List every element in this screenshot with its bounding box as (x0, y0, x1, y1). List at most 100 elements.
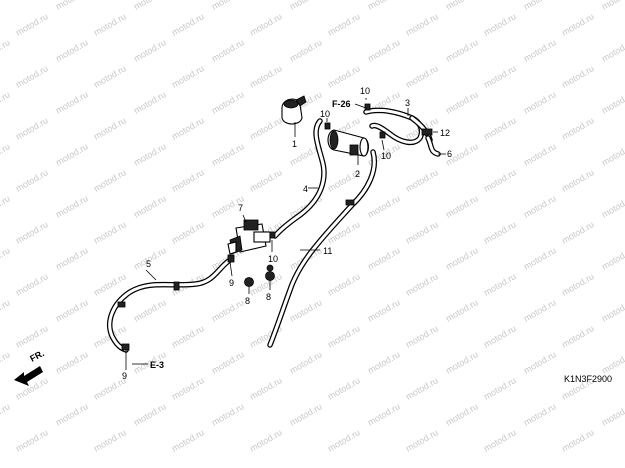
watermark-text: motod.ru (482, 167, 518, 193)
watermark-text: motod.ru (522, 89, 558, 115)
watermark-text: motod.ru (366, 0, 402, 12)
watermark-text: motod.ru (54, 297, 90, 323)
watermark-text: motod.ru (366, 349, 402, 375)
watermark-text: motod.ru (560, 271, 596, 297)
front-direction-label: FR. (28, 348, 45, 364)
watermark-text: motod.ru (600, 37, 625, 63)
watermark-text: motod.ru (366, 37, 402, 63)
watermark-text: motod.ru (132, 141, 168, 167)
leader-lines (125, 98, 446, 370)
watermark-text: motod.ru (366, 297, 402, 323)
hose-11-clamp (345, 199, 355, 206)
watermark-text: motod.ru (404, 323, 440, 349)
watermark-text: motod.ru (54, 89, 90, 115)
watermark-text: motod.ru (600, 89, 625, 115)
watermark-text: motod.ru (248, 167, 284, 193)
watermark-text: motod.ru (0, 89, 12, 115)
watermark-text: motod.ru (482, 375, 518, 401)
callout-9a: 9 (229, 278, 234, 288)
watermark-text: motod.ru (482, 427, 518, 453)
watermark-text: motod.ru (0, 245, 12, 271)
watermark-text: motod.ru (326, 375, 362, 401)
watermark-text: motod.ru (560, 427, 596, 453)
watermark-text: motod.ru (560, 115, 596, 141)
watermark-text: motod.ru (132, 193, 168, 219)
watermark-text: motod.ru (600, 349, 625, 375)
callout-6: 6 (447, 149, 452, 159)
callout-10b: 10 (360, 86, 370, 96)
watermark-text: motod.ru (248, 375, 284, 401)
watermark-text: motod.ru (92, 167, 128, 193)
watermark-text: motod.ru (326, 219, 362, 245)
watermark-text: motod.ru (482, 271, 518, 297)
watermark-text: motod.ru (560, 11, 596, 37)
watermark-text: motod.ru (522, 349, 558, 375)
watermark-text: motod.ru (0, 141, 12, 167)
watermark-text: motod.ru (288, 349, 324, 375)
callout-2: 2 (355, 169, 360, 179)
watermark-text: motod.ru (210, 401, 246, 427)
watermark-text: motod.ru (132, 89, 168, 115)
watermark-text: motod.ru (482, 219, 518, 245)
watermark-text: motod.ru (404, 63, 440, 89)
watermark-text: motod.ru (54, 401, 90, 427)
watermark-text: motod.ru (326, 11, 362, 37)
watermark-text: motod.ru (404, 219, 440, 245)
watermark-text: motod.ru (482, 63, 518, 89)
watermark-text: motod.ru (326, 271, 362, 297)
watermark-text: motod.ru (600, 401, 625, 427)
watermark-text: motod.ru (366, 193, 402, 219)
watermark-text: motod.ru (0, 193, 12, 219)
watermark-text: motod.ru (92, 115, 128, 141)
watermark-text: motod.ru (326, 63, 362, 89)
watermark-text: motod.ru (560, 63, 596, 89)
watermark-text: motod.ru (170, 63, 206, 89)
watermark-text: motod.ru (54, 0, 90, 12)
watermark-text: motod.ru (0, 401, 12, 427)
watermark-text: motod.ru (210, 0, 246, 12)
front-direction-arrow-icon (14, 366, 43, 386)
watermark-text: motod.ru (54, 37, 90, 63)
callout-10d: 10 (268, 254, 278, 264)
watermark-text: motod.ru (248, 11, 284, 37)
watermark-text: motod.ru (14, 63, 50, 89)
watermark-text: motod.ru (248, 427, 284, 453)
watermark-text: motod.ru (54, 245, 90, 271)
watermark-text: motod.ru (522, 401, 558, 427)
watermark-text: motod.ru (600, 245, 625, 271)
watermark-text: motod.ru (210, 89, 246, 115)
watermark-text: motod.ru (326, 427, 362, 453)
reference-f26: F-26 (332, 99, 351, 109)
clips-10 (269, 103, 386, 239)
part-2-canister (327, 129, 370, 165)
watermark-text: motod.ru (210, 141, 246, 167)
callout-3: 3 (405, 98, 410, 108)
watermark-text: motod.ru (288, 401, 324, 427)
watermark-text: motod.ru (92, 271, 128, 297)
hose-5-clamps (117, 281, 180, 308)
clips-9 (121, 254, 235, 351)
hose-6 (425, 135, 441, 157)
hose-11 (267, 149, 377, 348)
watermark-text: motod.ru (482, 115, 518, 141)
watermark-text: motod.ru (170, 167, 206, 193)
watermark-text: motod.ru (522, 193, 558, 219)
watermark-text: motod.ru (482, 323, 518, 349)
watermark-text: motod.ru (92, 427, 128, 453)
callout-5: 5 (146, 259, 151, 269)
callout-1: 1 (292, 139, 297, 149)
callout-9b: 9 (122, 371, 127, 381)
diagram-code: K1N3F2900 (564, 374, 612, 384)
watermark-text: motod.ru (248, 63, 284, 89)
watermark-text: motod.ru (170, 323, 206, 349)
watermark-text: motod.ru (170, 427, 206, 453)
watermark-text: motod.ru (210, 297, 246, 323)
watermark-text: motod.ru (366, 245, 402, 271)
watermark-text: motod.ru (288, 297, 324, 323)
watermark-text: motod.ru (14, 323, 50, 349)
watermark-text: motod.ru (560, 219, 596, 245)
watermark-text: motod.ru (288, 0, 324, 12)
watermark-text: motod.ru (600, 0, 625, 12)
